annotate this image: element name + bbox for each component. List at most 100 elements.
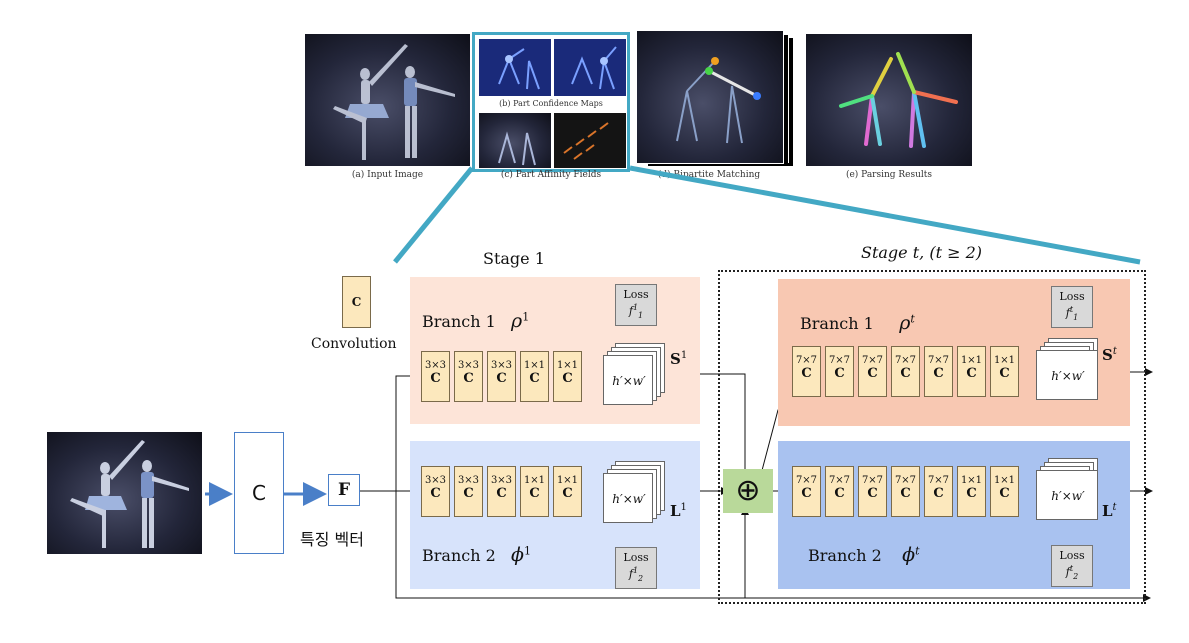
stage1-branch1-conv-1-letter: C [430,371,441,386]
staget-branch1-conv-2-kernel: 7×7 [828,355,851,366]
stage1-branch2-conv-4-kernel: 1×1 [523,475,546,486]
stage1-map2-label: h′×w′ [612,492,646,506]
staget-branch1-conv-5-kernel: 7×7 [927,355,950,366]
staget-loss1: Loss ft1 [1051,286,1093,328]
staget-loss2: Loss ft2 [1051,545,1093,587]
backbone-block: C [234,432,284,554]
zoom-line-right [629,165,1141,265]
stage1-branch2-conv-5-letter: C [562,486,573,501]
legend-conv-label: Convolution [311,336,397,352]
staget-branch2-conv-6-letter: C [966,486,977,501]
concat-node: ⊕ [723,469,773,513]
backbone-label: C [252,481,266,505]
confidence-affinity-panel: (b) Part Confidence Maps [472,32,630,172]
staget-branch2-title: Branch 2 ϕt [808,544,920,566]
staget-title: Stage t, (t ≥ 2) [861,243,982,262]
input-image-panel [305,34,470,166]
staget-branch2-conv-4-kernel: 7×7 [894,475,917,486]
affinity-field-2 [554,113,626,168]
staget-branch1-conv-7-kernel: 1×1 [993,355,1016,366]
caption-bipartite-matching: (d) Bipartite Matching [657,170,761,180]
staget-map1-label: h′×w′ [1051,369,1085,383]
stage1-branch1-conv-4-letter: C [529,371,540,386]
staget-branch1-conv-5-letter: C [933,366,944,381]
bipartite-matching-panel [636,30,784,164]
stage1-branch1-conv-2-kernel: 3×3 [457,360,480,371]
staget-branch2-conv-1-letter: C [801,486,812,501]
caption-confidence-maps: (b) Part Confidence Maps [499,99,603,108]
staget-branch2-conv-3-letter: C [867,486,878,501]
staget-branch1-title: Branch 1 ρt [800,312,915,334]
stage1-branch2-conv-3-kernel: 3×3 [490,475,513,486]
staget-out1-label: St [1102,346,1117,364]
stage1-branch1-conv-3-letter: C [496,371,507,386]
stage1-branch2-conv-5-kernel: 1×1 [556,475,579,486]
staget-frame [718,270,1146,604]
staget-branch2-conv-5-letter: C [933,486,944,501]
staget-branch1-conv-4-letter: C [900,366,911,381]
staget-branch2-conv-2-letter: C [834,486,845,501]
confidence-map-2 [554,39,626,96]
stage1-branch1-conv-1-kernel: 3×3 [424,360,447,371]
staget-branch2-conv-5-kernel: 7×7 [927,475,950,486]
feature-box: F [328,474,360,506]
stage1-branch1-title: Branch 1 ρ1 [422,310,530,332]
stage1-branch2-conv-2-kernel: 3×3 [457,475,480,486]
staget-branch2-conv-7-letter: C [999,486,1010,501]
stage1-branch1-conv-2-letter: C [463,371,474,386]
staget-branch1-conv-6-kernel: 1×1 [960,355,983,366]
staget-branch1-conv-4-kernel: 7×7 [894,355,917,366]
staget-branch1-conv-7-letter: C [999,366,1010,381]
confidence-map-1 [479,39,551,96]
staget-branch1-conv-1-letter: C [801,366,812,381]
stage1-branch2-conv-4-letter: C [529,486,540,501]
zoom-line-left [393,166,474,264]
arrow-f-skip [395,491,1151,602]
stage1-branch2-conv-1-kernel: 3×3 [424,475,447,486]
stage1-branch1-conv-5-kernel: 1×1 [556,360,579,371]
staget-branch1-conv-3-kernel: 7×7 [861,355,884,366]
dancers-silhouette [333,44,455,160]
stage1-branch2-conv-1-letter: C [430,486,441,501]
staget-out2-label: Lt [1102,502,1117,520]
staget-branch2-conv-2-kernel: 7×7 [828,475,851,486]
staget-branch1-conv-6-letter: C [966,366,977,381]
concat-symbol: ⊕ [735,473,761,508]
staget-map2-label: h′×w′ [1051,489,1085,503]
stage1-map1-label: h′×w′ [612,374,646,388]
parsing-results-panel [806,34,972,166]
stage1-branch1-conv-3-kernel: 3×3 [490,360,513,371]
stage1-branch2-conv-3-letter: C [496,486,507,501]
stage1-branch2-title: Branch 2 ϕ1 [422,544,531,566]
staget-branch2-conv-7-kernel: 1×1 [993,475,1016,486]
stage1-loss2: Loss f12 [615,547,657,589]
feature-caption: 특징 벡터 [300,530,364,549]
staget-branch2-conv-3-kernel: 7×7 [861,475,884,486]
stage1-out1-label: S1 [670,350,688,368]
caption-affinity-fields: (c) Part Affinity Fields [500,170,602,180]
caption-input-image: (a) Input Image [351,170,424,180]
stage1-out2-label: L1 [670,502,687,520]
staget-branch1-conv-1-kernel: 7×7 [795,355,818,366]
stage1-branch1-conv-4-kernel: 1×1 [523,360,546,371]
staget-branch1-conv-3-letter: C [867,366,878,381]
staget-branch2-conv-1-kernel: 7×7 [795,475,818,486]
staget-branch2-conv-4-letter: C [900,486,911,501]
